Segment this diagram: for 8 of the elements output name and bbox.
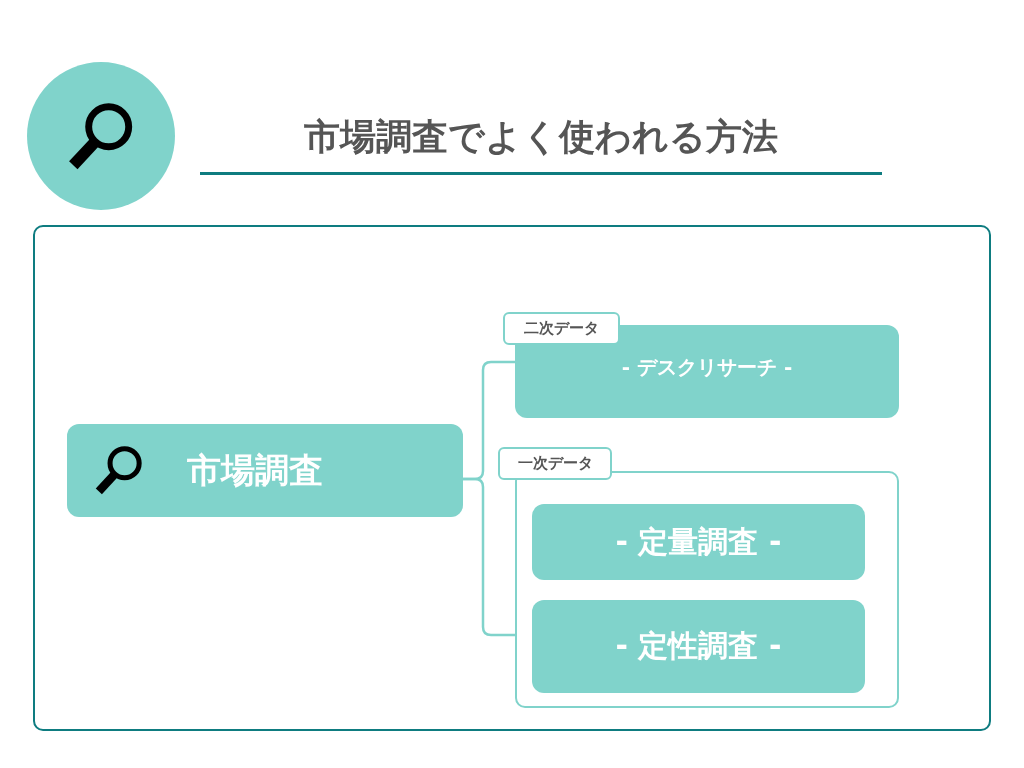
connector-line: [463, 477, 515, 637]
method-box: - 定性調査 -: [532, 600, 865, 693]
method-box: - 定量調査 -: [532, 504, 865, 580]
node-label: 市場調査: [187, 448, 323, 492]
title: 市場調査でよく使われる方法: [303, 115, 779, 159]
tag-label: 一次データ: [498, 447, 612, 480]
tag-label: 二次データ: [503, 312, 620, 345]
topic-box: [67, 424, 463, 517]
